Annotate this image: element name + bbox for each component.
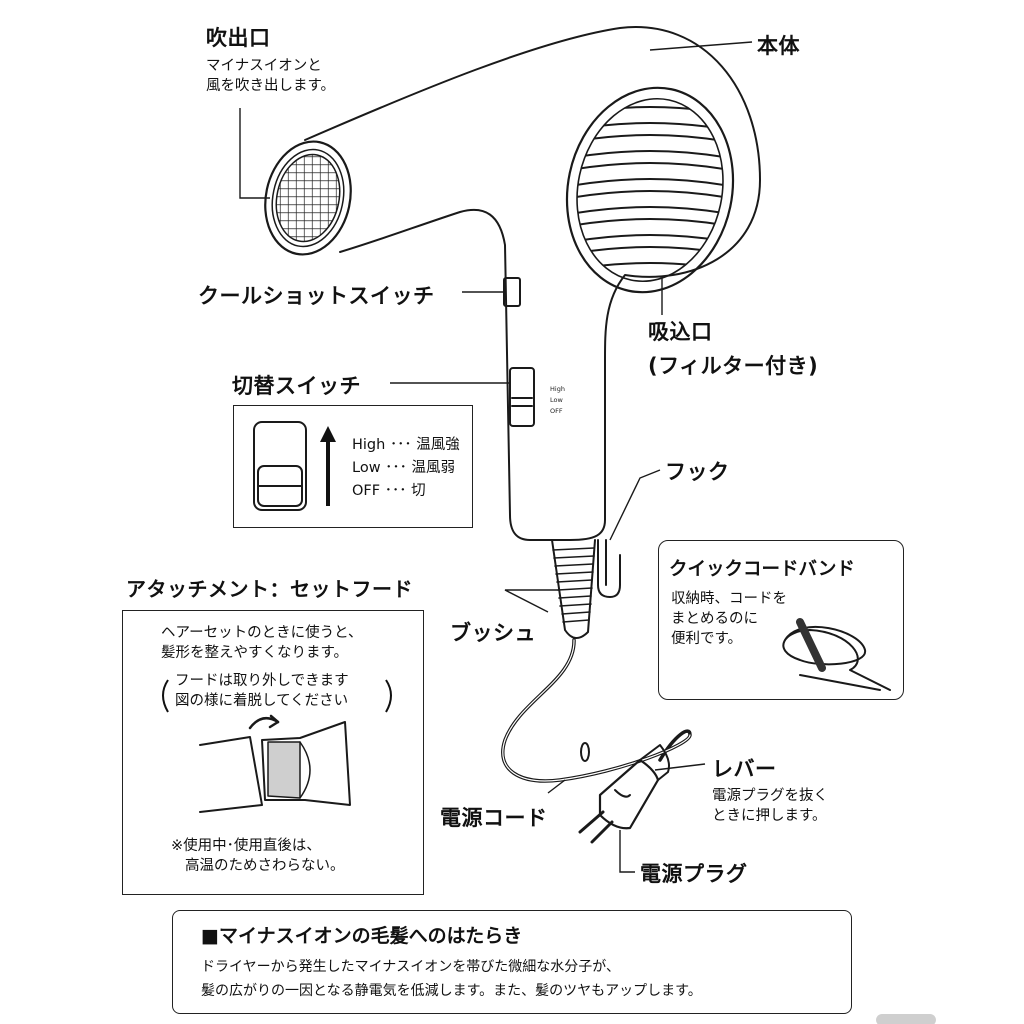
legend-row-off: OFF ･･･ 切 [352,483,426,499]
label-bush: ブッシュ [450,621,536,645]
outlet-rim [264,140,352,256]
outlet-grid [275,153,341,243]
leader-cord [547,779,566,794]
switch-icon [253,421,307,511]
attachment-caution: ※使用中･使用直後は、 高温のためさわらない。 [171,836,345,876]
outlet-desc-line: 風を吹き出します。 [206,78,336,94]
leader-bush [504,589,560,613]
attachment-box: ヘアーセットのときに使うと、 髪形を整えやすくなります。 フードは取り外しできま… [122,610,424,895]
lever-desc-line: 電源プラグを抜く [712,788,828,804]
quick-band-line: 収納時、コードを [671,591,787,607]
attachment-desc: ヘアーセットのときに使うと、 髪形を整えやすくなります。 [161,623,363,663]
quick-band-line: 便利です。 [671,631,743,647]
label-intake: 吸込口 (フィルター付き) [648,315,818,383]
label-mode-switch: 切替スイッチ [232,374,361,398]
attachment-desc-line: ヘアーセットのときに使うと、 [161,625,363,641]
attachment-note: フードは取り外しできます 図の様に着脱してください [175,671,349,711]
attachment-title: アタッチメント：セットフード [126,577,413,601]
cord-bush [551,539,596,639]
switch-markings: High Low OFF [550,384,565,417]
ion-info-line: ドライヤーから発生したマイナスイオンを帯びた微細な水分子が、 [201,959,621,975]
leader-outlet [239,108,270,199]
leader-lever [654,763,706,771]
intake-rim [565,86,735,294]
quick-band-line: まとめるのに [671,611,758,627]
quick-band-desc: 収納時、コードを まとめるのに 便利です。 [671,589,787,649]
hood-illustration [199,736,263,813]
up-arrow-icon [320,426,336,506]
label-body: 本体 [757,34,800,58]
label-outlet-title: 吹出口 [206,26,271,50]
quick-band-box: クイックコードバンド 収納時、コードを まとめるのに 便利です。 [658,540,904,700]
intake-line: (フィルター付き) [648,354,819,378]
label-outlet-desc: マイナスイオンと 風を吹き出します。 [206,56,335,96]
power-plug [598,758,660,830]
attachment-desc-line: 髪形を整えやすくなります。 [161,645,349,661]
quick-band-title: クイックコードバンド [669,559,855,580]
label-lever-title: レバー [712,757,777,781]
leader-plug [619,830,635,873]
attachment-note-line: フードは取り外しできます [175,673,349,689]
leader-hook [609,469,661,541]
label-cool-shot: クールショットスイッチ [198,284,435,308]
attachment-caution-line: ※使用中･使用直後は、 [171,838,321,854]
ion-info-box: ■マイナスイオンの毛髪へのはたらき ドライヤーから発生したマイナスイオンを帯びた… [172,910,852,1014]
ion-info-title: ■マイナスイオンの毛髪へのはたらき [201,925,523,947]
attachment-caution-line: 高温のためさわらない。 [185,858,345,874]
attachment-note-line: 図の様に着脱してください [175,693,349,709]
dryer-body-outline [304,26,761,541]
switch-legend-list: High ･･･ 温風強 Low ･･･ 温風弱 OFF ･･･ 切 [352,434,460,503]
label-hook: フック [665,460,730,484]
outlet-desc-line: マイナスイオンと [206,58,322,74]
ion-info-line: 髪の広がりの一因となる静電気を低減します。また、髪のツヤもアップします。 [201,983,702,999]
lever-desc-line: ときに押します。 [712,808,827,824]
legend-row-high: High ･･･ 温風強 [352,437,460,453]
label-lever-desc: 電源プラグを抜く ときに押します。 [712,786,828,826]
switch-legend-box: High ･･･ 温風強 Low ･･･ 温風弱 OFF ･･･ 切 [233,405,473,528]
switch-mark: High [550,385,565,393]
intake-line: 吸込口 [648,320,713,344]
cord-band [782,625,891,691]
hook [597,539,621,598]
mode-switch-slider [509,367,535,427]
switch-mark: Low [550,396,563,404]
legend-row-low: Low ･･･ 温風弱 [352,460,456,476]
leader-body [649,41,753,51]
label-cord: 電源コード [440,806,548,830]
switch-mark: OFF [550,407,563,415]
label-plug: 電源プラグ [640,862,748,886]
ion-info-text: ドライヤーから発生したマイナスイオンを帯びた微細な水分子が、 髪の広がりの一因と… [201,955,702,1003]
